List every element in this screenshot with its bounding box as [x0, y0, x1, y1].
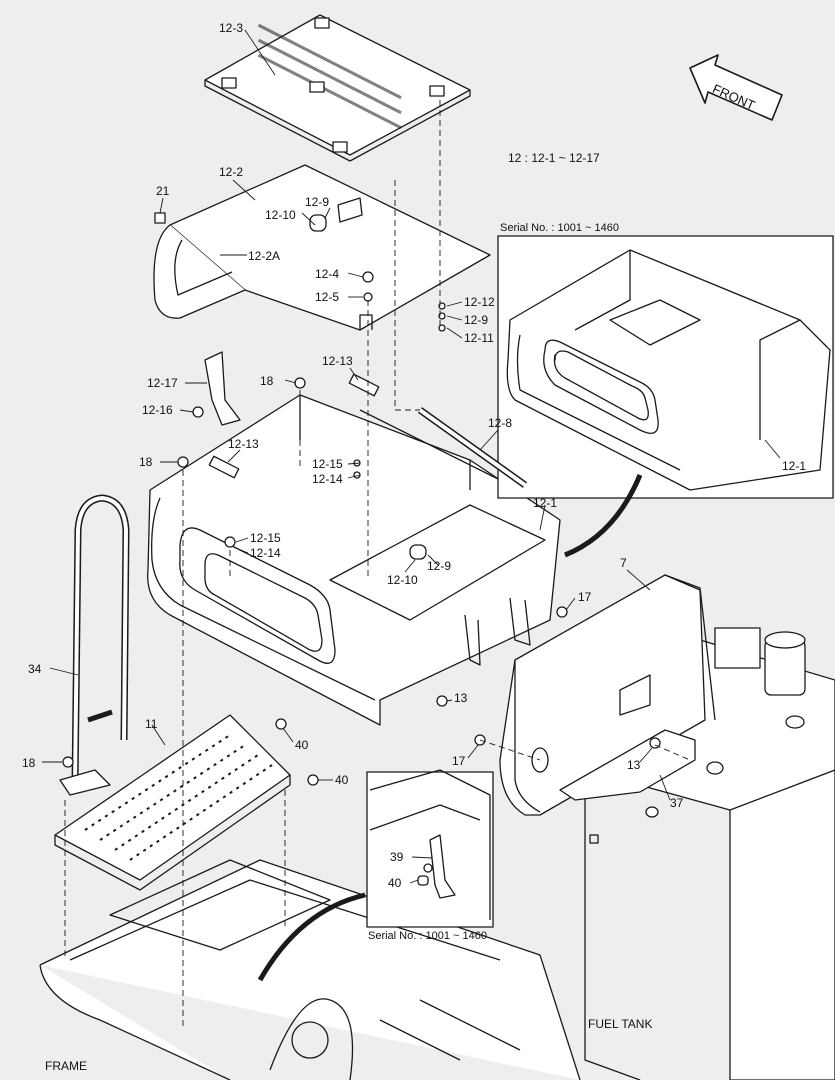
- callout-12-10-main: 12-10: [387, 573, 418, 587]
- leader-lines: [42, 29, 781, 884]
- inset-pointer-bottom: [257, 892, 366, 982]
- callout-18-left: 18: [139, 455, 153, 469]
- callout-12-17: 12-17: [147, 376, 178, 390]
- callout-12-13-lower: 12-13: [228, 437, 259, 451]
- callout-13-center: 13: [454, 691, 468, 705]
- inset-bottom-serial: Serial No. : 1001 ~ 1460: [368, 930, 487, 942]
- callout-12-11: 12-11: [464, 331, 494, 345]
- assembly-lines: [64, 100, 691, 1030]
- seat-cover: [153, 164, 491, 331]
- inset-top-serial: Serial No. : 1001 ~ 1460: [500, 222, 619, 234]
- callout-12-15-upper: 12-15: [312, 457, 343, 471]
- front-arrow: [689, 54, 783, 121]
- callout-13-right: 13: [627, 758, 641, 772]
- callout-12-13-upper: 12-13: [322, 354, 353, 368]
- callout-12-14-upper: 12-14: [312, 472, 343, 486]
- assembly-note: 12 : 12-1 ~ 12-17: [508, 151, 600, 165]
- callout-40-upper: 40: [295, 738, 309, 752]
- callout-40-lower: 40: [335, 773, 349, 787]
- inset-bottom-center: [366, 769, 494, 928]
- bracket: [559, 729, 696, 801]
- callout-17-upper: 17: [578, 590, 592, 604]
- latch: [204, 351, 241, 426]
- callout-11: 11: [145, 717, 158, 731]
- callout-12-1-inset: 12-1: [782, 459, 807, 473]
- callout-12-9-right: 12-9: [464, 313, 489, 327]
- callout-7: 7: [620, 556, 627, 570]
- callout-18-lower: 18: [22, 756, 36, 770]
- callout-12-14-lower: 12-14: [250, 546, 281, 560]
- fuel-tank-label: FUEL TANK: [588, 1017, 653, 1031]
- step-plate: [54, 714, 291, 891]
- callout-12-1-main: 12-1: [533, 496, 558, 510]
- callout-37: 37: [670, 796, 684, 810]
- frame-part: [39, 859, 581, 1080]
- frame-label: FRAME: [45, 1059, 87, 1073]
- callout-12-15-lower: 12-15: [250, 531, 281, 545]
- callout-12-9-main: 12-9: [427, 559, 452, 573]
- callout-34: 34: [28, 662, 42, 676]
- side-panel: [499, 574, 716, 816]
- callout-12-2: 12-2: [219, 165, 244, 179]
- callout-18-upper: 18: [260, 374, 274, 388]
- callout-21: 21: [156, 184, 170, 198]
- bolts: [62, 271, 661, 873]
- callout-40-inset: 40: [388, 876, 402, 890]
- rubber-pad-lower: [208, 455, 240, 479]
- rubber-pad-upper: [348, 373, 380, 397]
- callout-12-8: 12-8: [488, 416, 513, 430]
- inset-pointer-top: [564, 474, 643, 558]
- top-cover-plate: [204, 14, 471, 162]
- callout-39: 39: [390, 850, 404, 864]
- callout-12-4: 12-4: [315, 267, 340, 281]
- callout-12-9-top: 12-9: [305, 195, 330, 209]
- callout-12-5: 12-5: [315, 290, 340, 304]
- callout-12-2a: 12-2A: [248, 249, 281, 263]
- seat-box: [147, 394, 561, 726]
- callout-12-10-top: 12-10: [265, 208, 296, 222]
- callout-12-12: 12-12: [464, 295, 495, 309]
- callout-12-3: 12-3: [219, 21, 244, 35]
- callout-12-16: 12-16: [142, 403, 173, 417]
- callout-17-lower: 17: [452, 754, 466, 768]
- hand-rail: [59, 494, 130, 796]
